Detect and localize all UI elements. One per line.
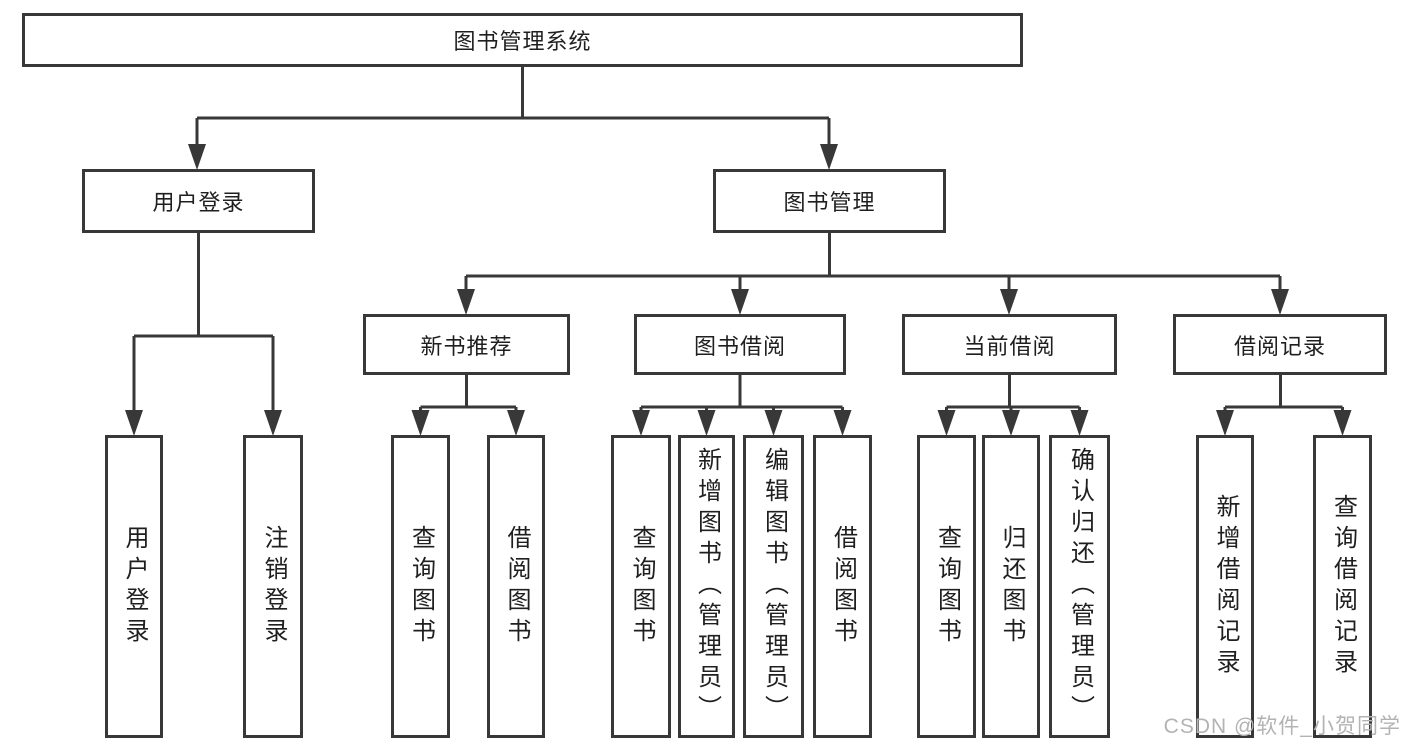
node-label: 借阅图书 bbox=[503, 524, 530, 649]
csdn-watermark: CSDN @软件_小贺同学 bbox=[1163, 715, 1401, 738]
arrowhead-down-icon bbox=[632, 410, 650, 436]
node-add-books-admin: 新增图书（管理员） bbox=[678, 435, 735, 738]
connector-user-login-to-children bbox=[125, 233, 282, 436]
arrowhead-down-icon bbox=[1002, 410, 1020, 436]
arrowhead-down-icon bbox=[1070, 410, 1089, 436]
node-query-books-borrowing: 查询图书 bbox=[611, 435, 671, 738]
arrowhead-down-icon bbox=[833, 410, 852, 436]
node-label: 图书借阅 bbox=[693, 333, 786, 359]
node-confirm-return-admin: 确认归还（管理员） bbox=[1049, 435, 1110, 738]
node-label: 用户登录 bbox=[121, 524, 148, 649]
node-logout-action: 注销登录 bbox=[243, 435, 303, 738]
node-borrow-records: 借阅记录 bbox=[1173, 314, 1387, 375]
node-query-borrow-record: 查询借阅记录 bbox=[1313, 435, 1372, 738]
arrowhead-down-icon bbox=[411, 410, 430, 436]
node-user-login-action: 用户登录 bbox=[105, 435, 163, 738]
node-label: 确认归还（管理员） bbox=[1066, 447, 1094, 726]
node-label: 编辑图书（管理员） bbox=[760, 447, 788, 726]
node-label: 新书推荐 bbox=[420, 333, 513, 359]
connector-current-borrowing-to-children bbox=[937, 375, 1089, 436]
arrowhead-down-icon bbox=[507, 410, 525, 436]
node-edit-books-admin: 编辑图书（管理员） bbox=[743, 435, 804, 738]
arrowhead-down-icon bbox=[937, 410, 956, 436]
connector-book-management-to-level3 bbox=[457, 233, 1289, 315]
node-label: 查询借阅记录 bbox=[1329, 493, 1357, 680]
node-return-books: 归还图书 bbox=[982, 435, 1040, 738]
arrowhead-down-icon bbox=[1000, 289, 1018, 315]
node-label: 注销登录 bbox=[260, 524, 287, 649]
node-library-system: 图书管理系统 bbox=[22, 13, 1023, 67]
arrowhead-down-icon bbox=[697, 410, 716, 436]
arrowhead-down-icon bbox=[1333, 410, 1352, 436]
node-label: 图书管理系统 bbox=[453, 29, 592, 54]
node-label: 新增借阅记录 bbox=[1212, 493, 1239, 680]
node-user-login: 用户登录 bbox=[82, 169, 315, 233]
arrowhead-down-icon bbox=[820, 144, 838, 170]
arrowhead-down-icon bbox=[1271, 289, 1289, 315]
arrowhead-down-icon bbox=[457, 289, 475, 315]
node-label: 新增图书（管理员） bbox=[693, 447, 721, 726]
arrowhead-down-icon bbox=[731, 289, 749, 315]
node-label: 借阅图书 bbox=[829, 524, 857, 649]
connector-root-to-level2 bbox=[188, 67, 838, 170]
node-book-management: 图书管理 bbox=[713, 169, 946, 233]
arrowhead-down-icon bbox=[188, 144, 206, 170]
node-current-borrowing: 当前借阅 bbox=[902, 314, 1117, 375]
node-new-book-recommend: 新书推荐 bbox=[363, 314, 570, 375]
node-label: 查询图书 bbox=[933, 524, 961, 649]
node-label: 当前借阅 bbox=[963, 333, 1056, 359]
connector-new-book-recommend-to-children bbox=[411, 375, 525, 436]
node-borrow-books-borrowing: 借阅图书 bbox=[813, 435, 872, 738]
node-label: 图书管理 bbox=[783, 190, 876, 215]
arrowhead-down-icon bbox=[764, 410, 783, 436]
node-label: 用户登录 bbox=[152, 190, 245, 215]
node-book-borrowing: 图书借阅 bbox=[634, 314, 846, 375]
node-label: 借阅记录 bbox=[1233, 333, 1326, 359]
node-label: 归还图书 bbox=[998, 524, 1025, 649]
arrowhead-down-icon bbox=[125, 410, 143, 436]
connector-borrow-records-to-children bbox=[1216, 375, 1352, 436]
node-add-borrow-record: 新增借阅记录 bbox=[1196, 435, 1254, 738]
arrowhead-down-icon bbox=[1216, 410, 1234, 436]
node-label: 查询图书 bbox=[628, 524, 655, 649]
node-label: 查询图书 bbox=[407, 524, 435, 649]
node-borrow-books-recommend: 借阅图书 bbox=[487, 435, 545, 738]
arrowhead-down-icon bbox=[264, 410, 282, 436]
node-query-books-recommend: 查询图书 bbox=[391, 435, 450, 738]
node-query-books-current: 查询图书 bbox=[917, 435, 976, 738]
connector-book-borrowing-to-children bbox=[632, 375, 852, 436]
